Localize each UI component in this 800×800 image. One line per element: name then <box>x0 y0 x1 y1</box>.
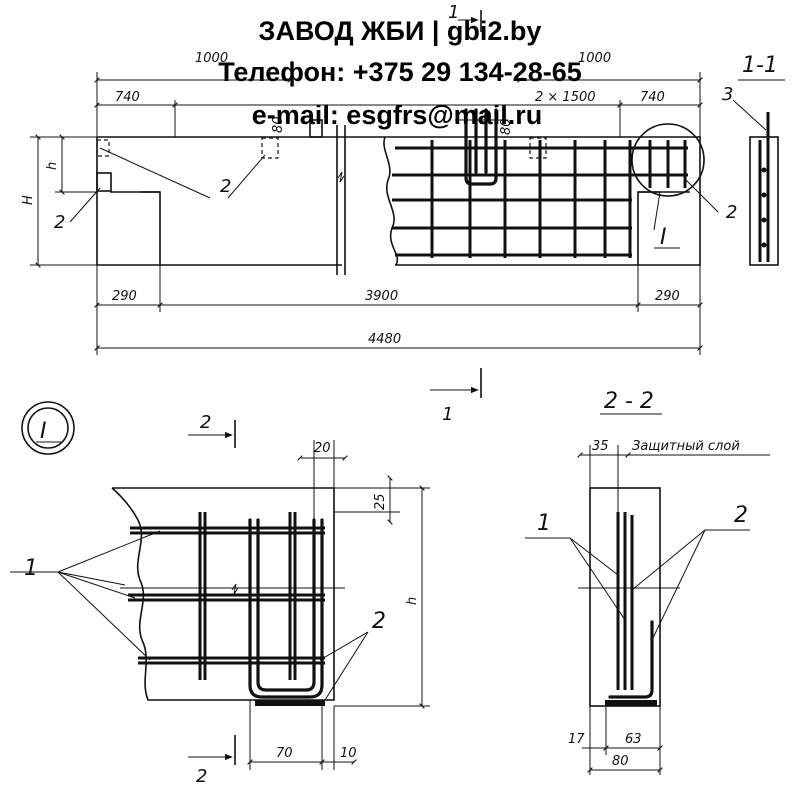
section-1-1-outline <box>749 136 779 266</box>
end-plate <box>255 700 325 706</box>
dim-17: 17 <box>568 732 585 747</box>
dim-740-right: 740 <box>640 90 665 105</box>
dim-h-detail: h <box>405 597 420 605</box>
dim-4480: 4480 <box>368 332 401 347</box>
watermark-line-2: Телефон: +375 29 134-28-65 <box>218 57 582 87</box>
cut-1-top-label: 1 <box>448 2 459 23</box>
dim-2x1500: 2 × 1500 <box>535 90 596 105</box>
break-line <box>336 125 346 275</box>
callout-2-right: 2 <box>726 202 737 223</box>
dim-H: H <box>21 195 36 205</box>
section-1-1: 1-1 3 <box>722 53 785 266</box>
height-dimensions: H h <box>21 134 97 268</box>
cut-1-bottom-label: 1 <box>442 404 453 425</box>
cut-2-top-label: 2 <box>200 412 211 433</box>
callout-1: 1 <box>24 556 38 581</box>
detail-i-circle <box>631 123 705 197</box>
dim-290-right: 290 <box>655 289 680 304</box>
cut-2-bottom-label: 2 <box>196 766 207 787</box>
dim-1000-right: 1000 <box>578 51 611 66</box>
callout-3: 3 <box>722 84 733 105</box>
callout-2: 2 <box>372 609 386 634</box>
callout-2-left: 2 <box>220 176 231 197</box>
detail-i-concrete <box>111 487 335 701</box>
section-2-2: 2 - 2 35 Защитный слой 1 2 17 6 <box>525 389 770 775</box>
cover-label: Защитный слой <box>632 439 740 454</box>
embedded-part-left <box>96 139 110 157</box>
detail-i-badge-outer <box>21 401 75 455</box>
torn-edge <box>383 136 399 266</box>
detail-i-badge-inner <box>27 407 69 449</box>
dim-3900: 3900 <box>365 289 398 304</box>
embedded-part-mid <box>261 137 279 159</box>
dim-10: 10 <box>340 746 357 761</box>
lug-left <box>309 119 323 138</box>
section-1-1-title: 1-1 <box>742 53 778 78</box>
detail-ref-i: I <box>660 225 667 250</box>
callout-2-s22: 2 <box>734 503 748 528</box>
dim-80-a: 80 <box>271 116 286 133</box>
section-cut-1: 1 1 <box>430 2 482 425</box>
dim-740-left: 740 <box>115 90 140 105</box>
top-dimensions: 740 1000 2 × 1500 1000 740 80 80 <box>94 51 703 137</box>
dim-290-left: 290 <box>112 289 137 304</box>
detail-i: I 2 2 1 2 <box>10 401 430 787</box>
dim-63: 63 <box>625 732 642 747</box>
callout-2-support: 2 <box>54 212 65 233</box>
dim-70: 70 <box>276 746 293 761</box>
support-plate-left <box>96 172 112 192</box>
callout-1-s22: 1 <box>537 511 551 536</box>
reinforcement-cage <box>392 108 688 258</box>
dim-h: h <box>45 162 60 170</box>
dim-35: 35 <box>592 439 609 454</box>
dim-25: 25 <box>373 493 388 510</box>
watermark: ЗАВОД ЖБИ | gbi2.by Телефон: +375 29 134… <box>218 16 582 130</box>
beam-elevation: 2 2 2 I 740 1000 2 × 1500 1000 740 80 80 <box>21 2 737 425</box>
section-2-2-title: 2 - 2 <box>604 389 654 414</box>
embedded-part-right <box>529 137 547 159</box>
dim-1000-left: 1000 <box>195 51 228 66</box>
lifting-loop <box>464 108 498 186</box>
dim-80: 80 <box>612 754 629 769</box>
detail-i-title: I <box>40 419 47 444</box>
watermark-line-3: e-mail: esgfrs@mail.ru <box>252 100 542 130</box>
bottom-dimensions: 290 3900 290 4480 <box>94 265 703 355</box>
dim-80-b: 80 <box>499 118 514 135</box>
watermark-line-1: ЗАВОД ЖБИ | gbi2.by <box>259 16 542 46</box>
dim-20: 20 <box>314 441 331 456</box>
